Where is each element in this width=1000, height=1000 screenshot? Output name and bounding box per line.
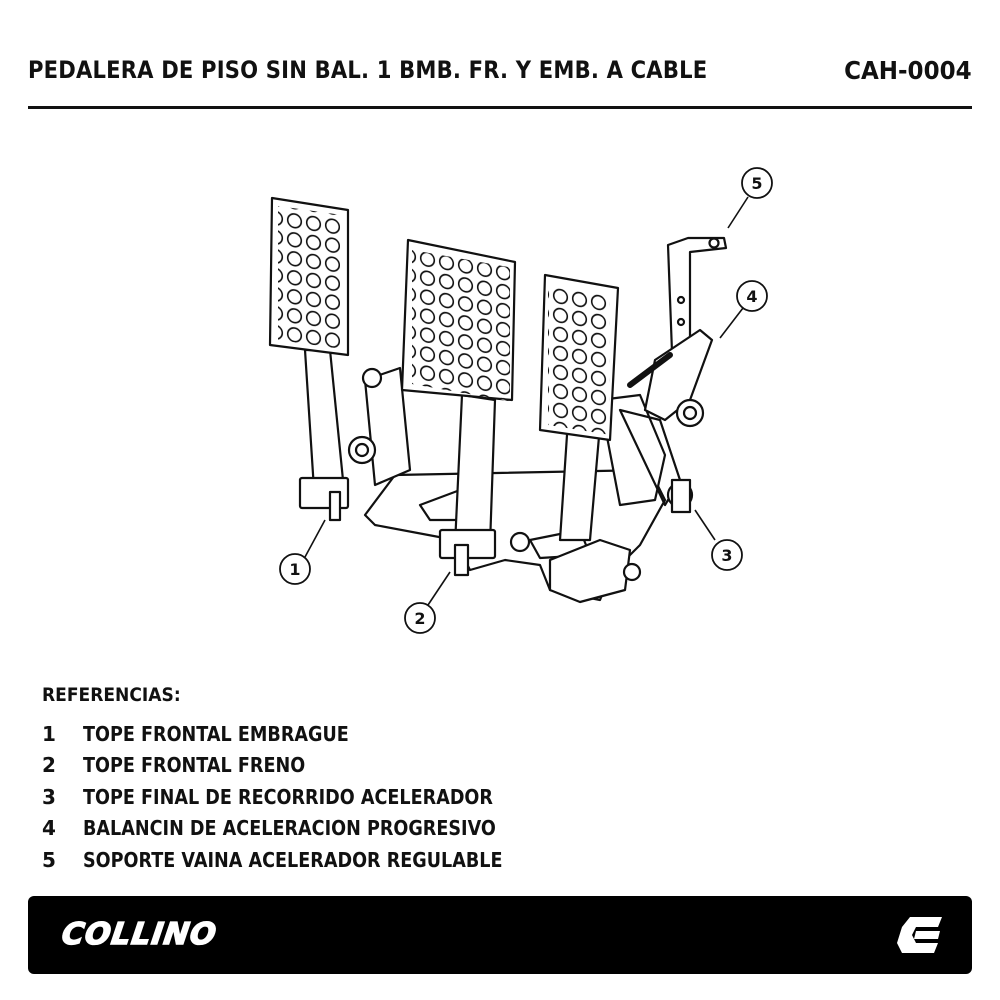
reference-text: TOPE FINAL DE RECORRIDO ACELERADOR — [83, 784, 493, 809]
brake-stop-screw — [453, 543, 470, 577]
reference-item: 2 TOPE FRONTAL FRENO — [42, 750, 742, 782]
reference-item: 3 TOPE FINAL DE RECORRIDO ACELERADOR — [42, 781, 742, 813]
collino-c-logo-icon — [897, 917, 942, 953]
reference-number: 3 — [42, 784, 56, 809]
callout-5: 5 — [741, 167, 773, 199]
pedal-box-diagram: 1 2 3 4 5 — [268, 167, 773, 634]
clutch-stop-screw — [328, 490, 342, 522]
callout-label: 1 — [289, 560, 300, 579]
callout-3: 3 — [711, 539, 743, 571]
callout-label: 5 — [751, 174, 762, 193]
callout-label: 2 — [414, 609, 425, 628]
header: PEDALERA DE PISO SIN BAL. 1 BMB. FR. Y E… — [28, 50, 972, 90]
references-section: REFERENCIAS: 1 TOPE FRONTAL EMBRAGUE 2 T… — [42, 684, 742, 876]
accelerator-base-block — [548, 538, 632, 604]
reference-number: 4 — [42, 816, 56, 841]
reference-text: TOPE FRONTAL FRENO — [83, 753, 306, 778]
callout-4: 4 — [736, 280, 768, 312]
references-title: REFERENCIAS: — [42, 684, 181, 706]
reference-item: 5 SOPORTE VAINA ACELERADOR REGULABLE — [42, 844, 742, 876]
callout-2: 2 — [404, 602, 436, 634]
reference-number: 5 — [42, 847, 56, 872]
callout-label: 4 — [746, 287, 757, 306]
reference-number: 2 — [42, 753, 56, 778]
reference-text: BALANCIN DE ACELERACION PROGRESIVO — [83, 816, 496, 841]
callout-label: 3 — [721, 546, 732, 565]
brand-logo: COLLINO — [59, 916, 220, 953]
reference-item: 1 TOPE FRONTAL EMBRAGUE — [42, 718, 742, 750]
reference-text: TOPE FRONTAL EMBRAGUE — [83, 721, 349, 746]
accelerator-end-stop — [670, 478, 692, 514]
reference-number: 1 — [42, 721, 56, 746]
page-title: PEDALERA DE PISO SIN BAL. 1 BMB. FR. Y E… — [28, 56, 708, 84]
header-divider — [28, 106, 972, 109]
callout-1: 1 — [279, 553, 311, 585]
reference-text: SOPORTE VAINA ACELERADOR REGULABLE — [83, 847, 503, 872]
footer-banner: COLLINO — [28, 896, 972, 974]
reference-item: 4 BALANCIN DE ACELERACION PROGRESIVO — [42, 813, 742, 845]
product-code: CAH-0004 — [844, 55, 972, 85]
brake-pedal-arm — [453, 393, 497, 547]
